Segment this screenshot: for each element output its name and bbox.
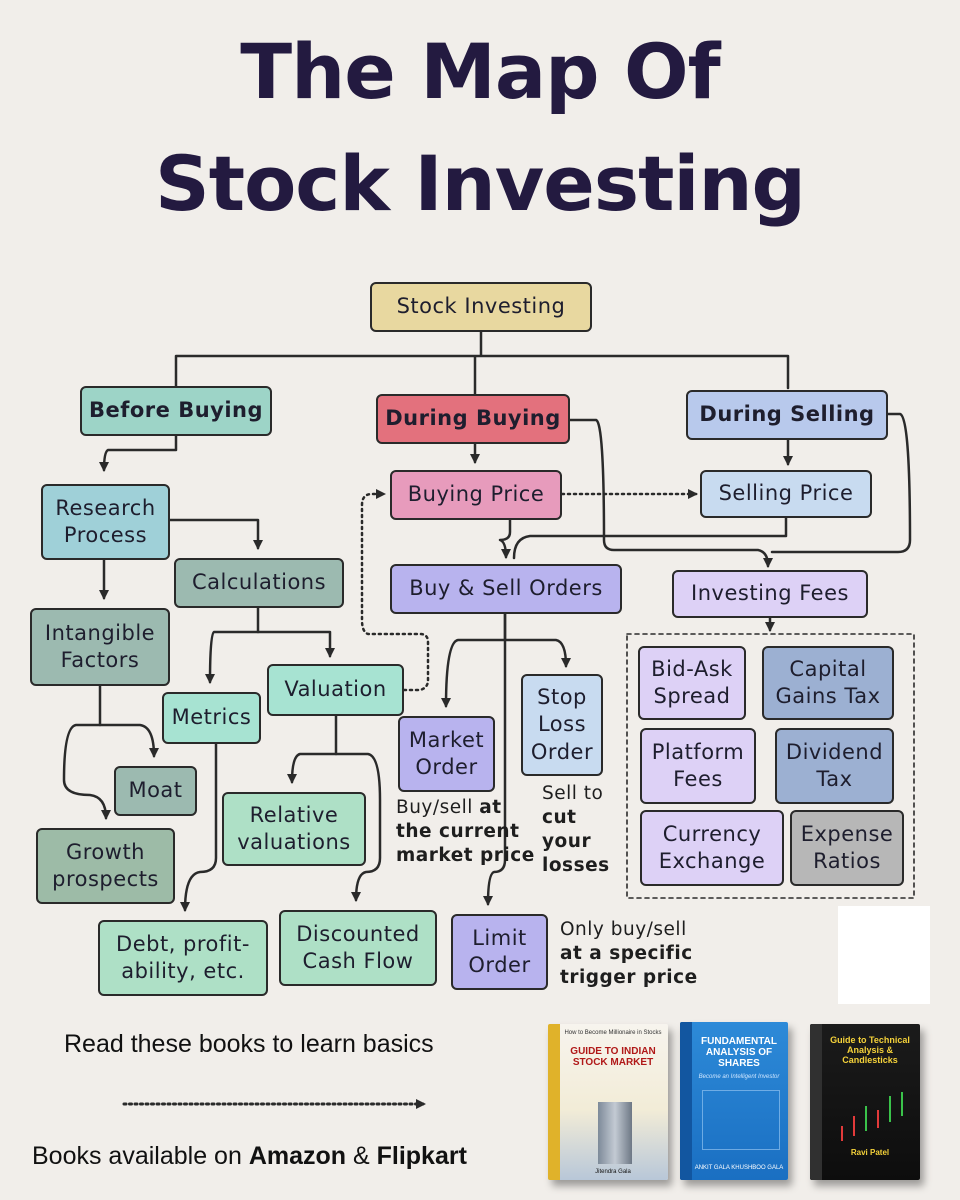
node-debt-profitability: Debt, profit- ability, etc. <box>98 920 268 996</box>
node-metrics: Metrics <box>162 692 261 744</box>
connector <box>498 518 512 559</box>
connector <box>180 742 218 912</box>
node-expense-ratios: Expense Ratios <box>790 810 904 886</box>
node-growth-prospects: Growth prospects <box>36 828 175 904</box>
node-limit-order: Limit Order <box>451 914 548 990</box>
node-research-process: Research Process <box>41 484 170 560</box>
dotted-connector <box>360 489 430 692</box>
page-title-line-2: Stock Investing <box>155 139 806 228</box>
connector <box>98 684 159 758</box>
page-title-line-1: The Map Of <box>240 27 720 116</box>
connector <box>334 752 382 902</box>
connector <box>512 516 788 560</box>
connector <box>566 418 773 568</box>
building-illustration <box>598 1102 632 1164</box>
node-calculations: Calculations <box>174 558 344 608</box>
node-platform-fees: Platform Fees <box>640 728 756 804</box>
connector <box>503 638 571 668</box>
node-stop-loss-order: Stop Loss Order <box>521 674 603 776</box>
node-market-order: Market Order <box>398 716 495 792</box>
node-intangible-factors: Intangible Factors <box>30 608 170 686</box>
connector <box>770 412 912 554</box>
node-stock-investing: Stock Investing <box>370 282 592 332</box>
node-during-buying: During Buying <box>376 394 570 444</box>
book-technical-analysis[interactable]: Guide to Technical Analysis & Candlestic… <box>810 1024 920 1180</box>
book-fundamental-analysis[interactable]: FUNDAMENTAL ANALYSIS OF SHARES Become an… <box>680 1022 788 1180</box>
blank-white-box <box>838 906 930 1004</box>
amazon-link[interactable]: Amazon <box>248 1142 347 1170</box>
connector <box>99 431 178 472</box>
footer-availability: Books available on Amazon & Flipkart <box>32 1142 467 1170</box>
flipkart-link[interactable]: Flipkart <box>376 1142 467 1170</box>
node-dividend-tax: Dividend Tax <box>775 728 894 804</box>
connector <box>166 518 263 550</box>
node-during-selling: During Selling <box>686 390 888 440</box>
node-selling-price: Selling Price <box>700 470 872 518</box>
node-before-buying: Before Buying <box>80 386 272 436</box>
node-relative-valuations: Relative valuations <box>222 792 366 866</box>
node-buying-price: Buying Price <box>390 470 562 520</box>
chart-illustration <box>702 1090 780 1150</box>
book-guide-indian-stock-market[interactable]: How to Become Millionaire in Stocks GUID… <box>548 1024 668 1180</box>
node-moat: Moat <box>114 766 197 816</box>
node-capital-gains-tax: Capital Gains Tax <box>762 646 894 720</box>
note-stop-loss: Sell to cut your losses <box>542 783 610 877</box>
connector <box>483 610 507 906</box>
connector <box>205 605 260 684</box>
note-market-order: Buy/sell at the current market price <box>396 797 535 867</box>
candlestick-illustration <box>841 1092 903 1141</box>
connector <box>256 630 335 658</box>
note-limit-order: Only buy/sell at a specific trigger pric… <box>560 919 698 989</box>
node-valuation: Valuation <box>267 664 404 716</box>
connector <box>287 714 338 784</box>
connector <box>62 723 111 820</box>
node-currency-exchange: Currency Exchange <box>640 810 784 886</box>
fees-group-box <box>626 633 915 899</box>
connector <box>441 610 507 708</box>
node-bid-ask-spread: Bid-Ask Spread <box>638 646 746 720</box>
node-investing-fees: Investing Fees <box>672 570 868 618</box>
connector <box>174 328 790 396</box>
footer-read-books: Read these books to learn basics <box>64 1030 434 1058</box>
node-discounted-cash-flow: Discounted Cash Flow <box>279 910 437 986</box>
node-buy-sell-orders: Buy & Sell Orders <box>390 564 622 614</box>
